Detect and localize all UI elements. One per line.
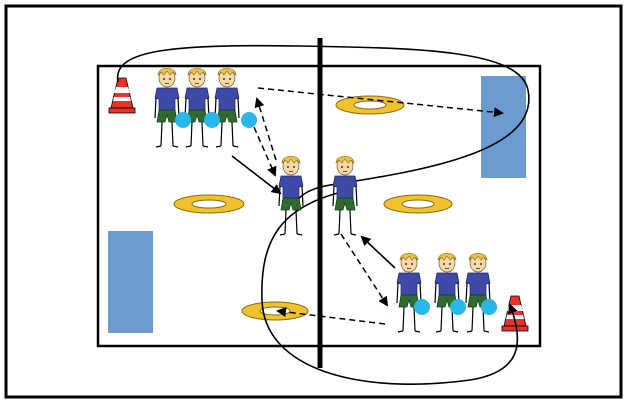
run-arrow-right	[360, 235, 396, 269]
run-arrow-left	[231, 155, 282, 195]
player-left-group	[214, 67, 240, 148]
pass-arrow-top	[257, 87, 504, 118]
player-center-right	[332, 155, 358, 236]
ball-icon	[414, 299, 430, 315]
hoop-top-right	[335, 95, 405, 115]
pass-arrow-left-down	[249, 117, 277, 177]
pass-arrow-left-up	[254, 97, 277, 161]
hoop-middle-left	[173, 194, 245, 214]
ball-icon	[204, 112, 220, 128]
ball-icon	[241, 112, 257, 128]
run-path-top	[116, 44, 530, 211]
ball-icon	[175, 112, 191, 128]
player-center-left	[278, 155, 304, 236]
pass-arrow-right-down	[340, 233, 389, 307]
goal-zone-right	[481, 76, 526, 178]
hoop-middle-right	[383, 194, 453, 214]
player-right-group	[434, 252, 460, 333]
hoop-bottom-left	[241, 301, 309, 321]
player-right-group	[396, 252, 422, 333]
traffic-cone-icon	[108, 77, 136, 114]
ball-icon	[450, 299, 466, 315]
player-left-group	[154, 67, 180, 148]
player-right-group	[465, 252, 491, 333]
pass-arrow-bottom	[276, 307, 386, 325]
ball-icon	[481, 299, 497, 315]
player-left-group	[184, 67, 210, 148]
run-path-bottom	[261, 189, 519, 385]
goal-zone-left	[108, 231, 153, 333]
